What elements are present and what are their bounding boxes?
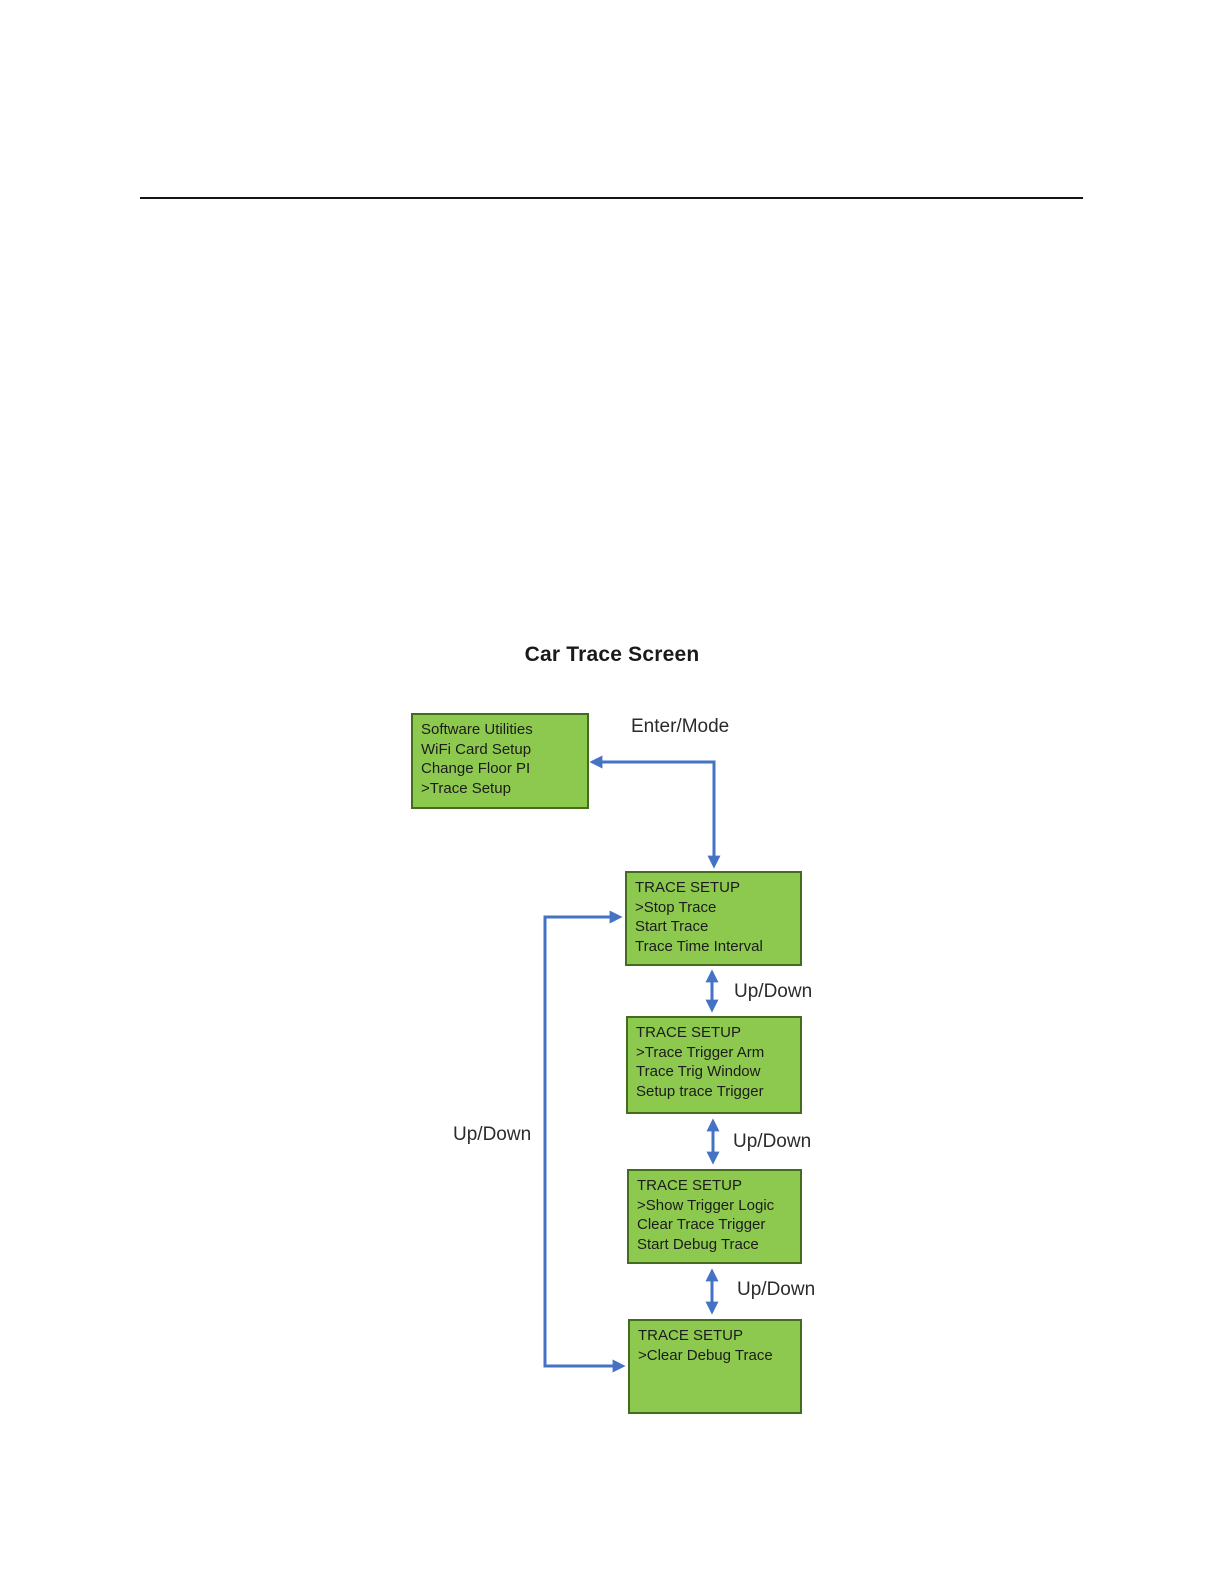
menu-line: >Trace Trigger Arm <box>636 1043 765 1061</box>
menu-line: Change Floor PI <box>421 760 531 777</box>
menu-line: Clear Trace Trigger <box>637 1216 766 1233</box>
menu-line: >Trace Setup <box>421 779 511 797</box>
menu-line: WiFi Card Setup <box>421 740 532 758</box>
menu-line: Software Utilities <box>421 721 533 738</box>
enter-mode-elbow-arrow <box>589 755 721 869</box>
menu-line: Setup trace Trigger <box>636 1082 764 1100</box>
screen-box-trace-setup-4: TRACE SETUP >Clear Debug Trace <box>628 1319 802 1414</box>
menu-line: TRACE SETUP <box>636 1024 742 1041</box>
menu-line: >Clear Debug Trace <box>638 1346 773 1364</box>
screen-box-trace-setup-2: TRACE SETUP >Trace Trigger Arm Trace Tri… <box>626 1016 802 1114</box>
screen-box-software-utilities-menu: Software Utilities WiFi Card Setup Chang… <box>411 713 589 809</box>
menu-line: Start Trace <box>635 918 709 935</box>
updown-label-2: Up/Down <box>733 1131 812 1152</box>
updown-label-1: Up/Down <box>734 981 813 1002</box>
enter-mode-label: Enter/Mode <box>631 716 730 737</box>
header-rule <box>140 197 1083 199</box>
updown-wrap-loop-arrow <box>543 910 626 1373</box>
menu-line: Trace Time Interval <box>635 937 763 955</box>
menu-line: >Stop Trace <box>635 898 717 916</box>
menu-line: Trace Trig Window <box>636 1063 761 1080</box>
screen-box-trace-setup-1: TRACE SETUP >Stop Trace Start Trace Trac… <box>625 871 802 966</box>
menu-line: >Show Trigger Logic <box>637 1196 775 1214</box>
updown-label-wrap: Up/Down <box>453 1124 532 1145</box>
menu-line: TRACE SETUP <box>638 1327 744 1344</box>
menu-line: TRACE SETUP <box>637 1177 743 1194</box>
updown-label-3: Up/Down <box>737 1279 816 1300</box>
screen-box-trace-setup-3: TRACE SETUP >Show Trigger Logic Clear Tr… <box>627 1169 802 1264</box>
menu-line: TRACE SETUP <box>635 879 741 896</box>
menu-line: Start Debug Trace <box>637 1235 759 1253</box>
diagram-title: Car Trace Screen <box>524 643 700 666</box>
